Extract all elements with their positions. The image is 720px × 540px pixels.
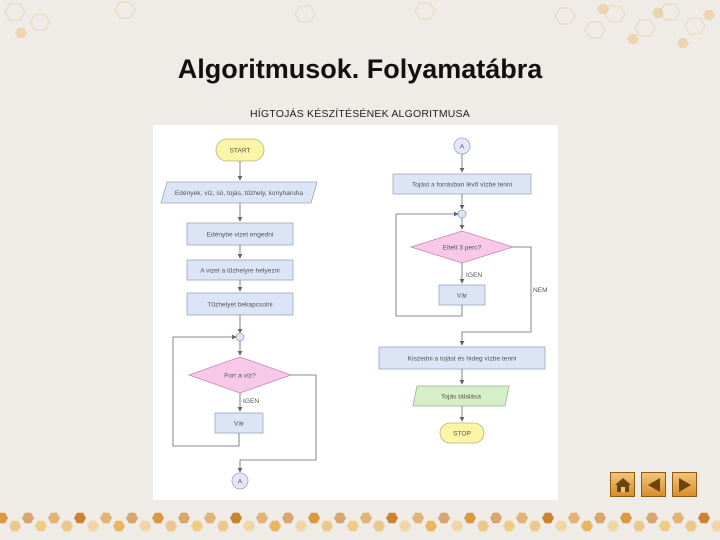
right-connector-label: A (460, 144, 465, 151)
right-step1-label: Tojást a forrásban lévő vízbe tenni (412, 182, 513, 189)
flowchart-figure: START Edények, víz, só, tojás, tűzhely, … (153, 125, 558, 500)
left-io-shape (160, 181, 318, 204)
right-wait-label: Vár (457, 293, 468, 300)
right-stop-label: STOP (453, 431, 471, 438)
slide-title: Algoritmusok. Folyamatábra (177, 54, 543, 84)
left-decision-label: Forr a víz? (224, 373, 256, 380)
left-io-label: Edények, víz, só, tojás, tűzhely, konyha… (175, 190, 303, 197)
home-button[interactable] (610, 472, 635, 497)
hexagon-pattern-top (4, 1, 715, 48)
left-connector-shape (231, 472, 249, 490)
left-step1-label: Edénybe vizet engedni (207, 232, 274, 239)
right-step3-label: Tojás tálalása (441, 394, 481, 401)
left-step2-label: A vizet a tűzhelyre helyezni (200, 268, 280, 275)
arrow-right-icon (678, 477, 691, 492)
home-icon (614, 477, 631, 492)
right-decision-label: Eltelt 3 perc? (443, 245, 482, 252)
flowchart-svg: START Edények, víz, só, tojás, tűzhely, … (160, 137, 548, 490)
right-step2-label: Kiszedni a tojást és hideg vízbe tenni (408, 356, 517, 363)
arrow-left-icon (647, 477, 660, 492)
left-wait-label: Vár (234, 421, 245, 428)
left-junction (235, 332, 245, 342)
right-stop-shape (439, 422, 485, 444)
hexagon-pattern-bottom (0, 512, 720, 532)
left-step3-label: Tűzhelyet bekapcsolni (207, 302, 273, 309)
left-yes-label: IGEN (243, 398, 259, 405)
next-slide-button[interactable] (672, 472, 697, 497)
right-step3-shape (412, 385, 510, 407)
right-junction (457, 209, 467, 219)
right-flow: A Tojást a forrásban lévő vízbe tenni El… (378, 137, 548, 444)
left-flow: START Edények, víz, só, tojás, tűzhely, … (160, 138, 318, 490)
left-connector-label: A (238, 479, 243, 486)
right-yes-label: IGEN (466, 272, 482, 279)
right-no-label: NEM (533, 287, 548, 294)
left-start-label: START (229, 148, 250, 155)
previous-slide-button[interactable] (641, 472, 666, 497)
slide-subtitle: HÍGTOJÁS KÉSZÍTÉSÉNEK ALGORITMUSA (250, 108, 470, 120)
